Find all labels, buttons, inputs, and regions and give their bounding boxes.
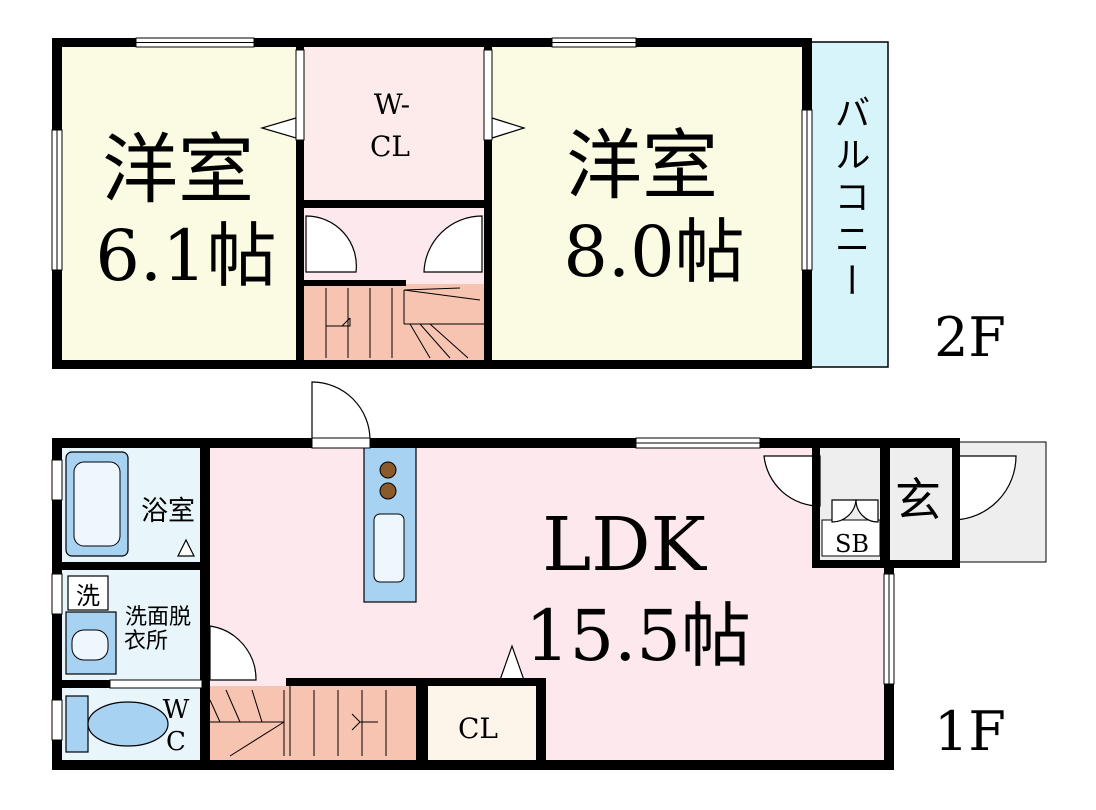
second-floor: 洋室 6.1帖 W- CL 洋室 8.0帖 バルコニー 2F (51, 37, 1006, 369)
toilet-label-2: C (166, 727, 186, 757)
upper-stair-treads (325, 287, 484, 359)
upper-stairs (304, 284, 484, 361)
first-floor: 浴室 洗 洗面脱 衣所 W C LDK 15.5帖 CL 玄 SB 1F (51, 381, 1047, 770)
stove-burner (379, 461, 397, 479)
toilet-label-1: W (163, 695, 190, 725)
balcony (810, 41, 889, 368)
bathroom-label: 浴室 (141, 496, 195, 527)
western-room-right-name: 洋室 (566, 121, 718, 210)
walk-in-closet-label-1: W- (374, 88, 410, 121)
ldk-name: LDK (542, 502, 707, 588)
shoe-box (821, 519, 881, 557)
first-floor-windows (51, 437, 895, 741)
first-floor-label: 1F (934, 700, 1006, 763)
walk-in-closet-label-2: CL (370, 130, 410, 163)
washer-label: 洗 (76, 582, 100, 610)
walk-in-closet (304, 46, 484, 202)
first-floor-doors (177, 381, 1017, 681)
fixtures (65, 445, 881, 753)
western-room-right-size: 8.0帖 (563, 211, 744, 293)
toilet-fixture (65, 695, 89, 753)
washroom-label-2: 衣所 (124, 629, 168, 654)
closet (428, 686, 536, 760)
western-room-right (490, 46, 803, 361)
washroom-label-1: 洗面脱 (125, 605, 191, 630)
washer-box (67, 575, 109, 611)
shoe-box-label: SB (835, 530, 869, 558)
entrance-label: 玄 (895, 473, 941, 527)
lower-stairs (210, 686, 416, 760)
western-room-left-name: 洋室 (102, 125, 254, 214)
lower-stair-treads (209, 686, 387, 757)
upper-doors (259, 117, 527, 273)
western-room-left (62, 46, 298, 361)
second-floor-windows (51, 37, 813, 271)
balcony-label: バルコニー (829, 94, 870, 304)
stove-burner (379, 482, 397, 500)
closet-label: CL (458, 712, 498, 745)
kitchen-sink (373, 513, 405, 583)
western-room-left-size: 6.1帖 (95, 215, 276, 297)
second-floor-label: 2F (934, 306, 1006, 369)
entrance-doma (890, 448, 952, 560)
ldk-size: 15.5帖 (525, 595, 751, 677)
